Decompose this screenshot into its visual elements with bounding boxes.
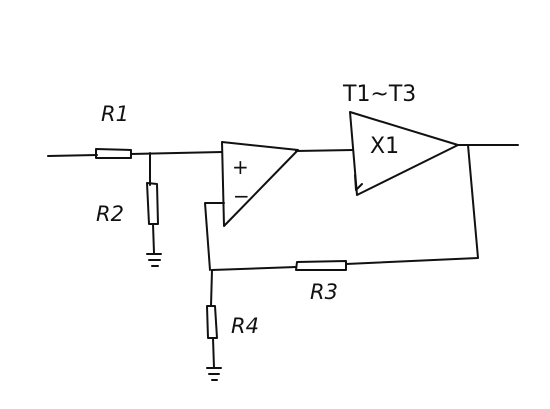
resistor-r3 xyxy=(295,260,347,271)
label-r4: R4 xyxy=(231,314,259,338)
label-plus: + xyxy=(232,155,249,179)
resistor-r2 xyxy=(146,182,159,254)
ground-symbol-r4 xyxy=(206,367,222,381)
label-x1: X1 xyxy=(370,134,399,159)
feedback-wire xyxy=(345,144,479,265)
label-r2: R2 xyxy=(96,202,124,226)
label-minus: − xyxy=(233,184,250,208)
amplifier-x1 xyxy=(349,111,459,196)
wire-r1-to-opamp1 xyxy=(130,151,223,155)
label-r1: R1 xyxy=(101,102,129,126)
ground-symbol-r2 xyxy=(146,253,162,267)
opamp-1 xyxy=(221,141,299,227)
wire-opamp1-to-x1 xyxy=(295,149,354,152)
input-wire xyxy=(47,154,98,157)
resistor-r4 xyxy=(206,305,218,369)
wire-to-r4 xyxy=(210,269,213,307)
label-r3: R3 xyxy=(310,280,338,304)
resistor-r1 xyxy=(95,148,132,159)
wire-r3-to-node xyxy=(211,266,297,271)
wire-minus-input xyxy=(204,202,225,271)
label-x1-range: T1~T3 xyxy=(342,82,416,107)
